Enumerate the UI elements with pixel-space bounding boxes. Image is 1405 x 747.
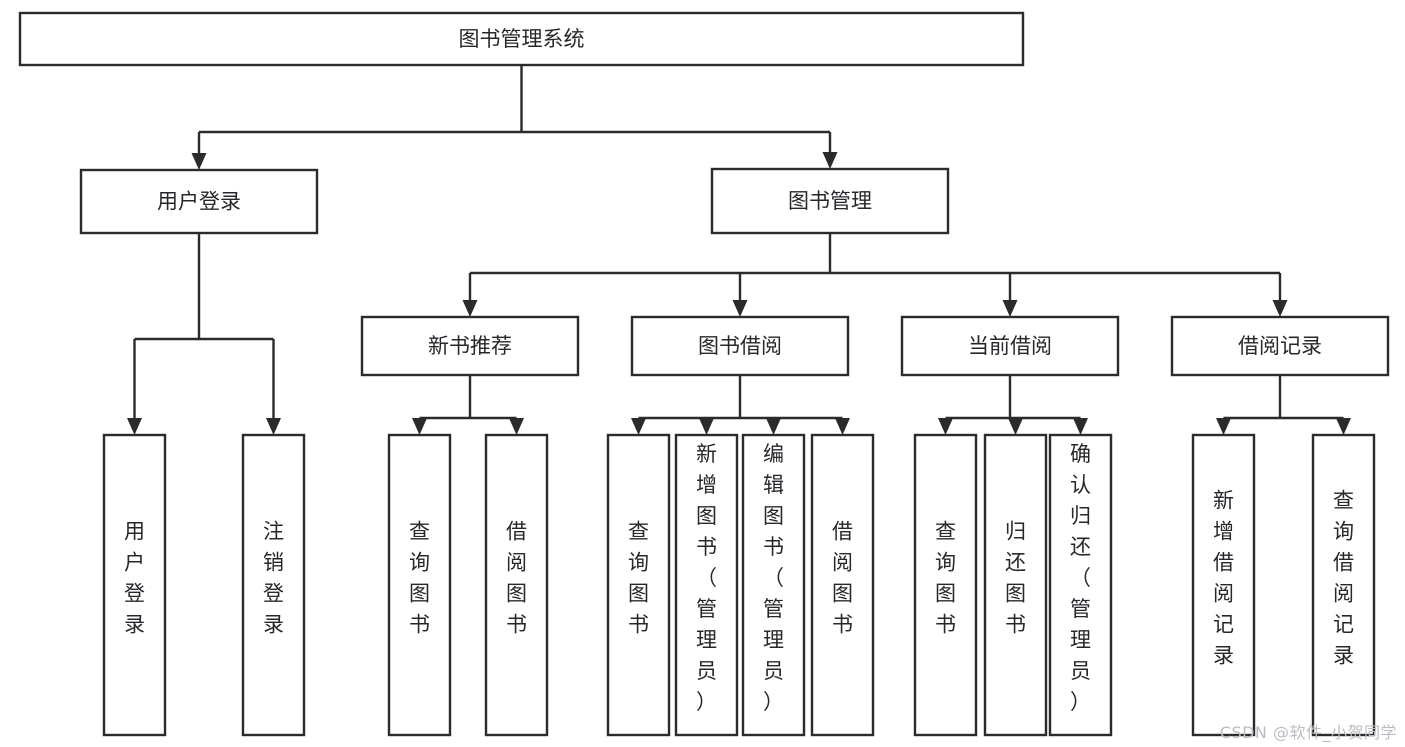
node-leaf-新增借阅记录[interactable]: 新增借阅记录 (1191, 433, 1256, 737)
node-box (983, 433, 1048, 737)
node-box (102, 433, 167, 737)
node-box (360, 315, 580, 377)
arrow-head-icon (1336, 418, 1351, 435)
node-leaf-查询图书[interactable]: 查询图书 (606, 433, 671, 737)
node-l3-新书推荐[interactable]: 新书推荐 (360, 315, 580, 377)
node-l3-借阅记录[interactable]: 借阅记录 (1170, 315, 1390, 377)
node-leaf-借阅图书[interactable]: 借阅图书 (484, 433, 549, 737)
node-box (1191, 433, 1256, 737)
arrow-head-icon (509, 418, 524, 435)
node-box (241, 433, 306, 737)
node-leaf-查询图书[interactable]: 查询图书 (913, 433, 978, 737)
node-box (1048, 433, 1113, 737)
node-box (900, 315, 1120, 377)
node-box (1170, 315, 1390, 377)
arrow-head-icon (732, 300, 748, 317)
arrow-head-icon (766, 418, 781, 435)
node-leaf-借阅图书[interactable]: 借阅图书 (810, 433, 875, 737)
arrow-head-icon (412, 418, 427, 435)
arrow-head-icon (1008, 418, 1023, 435)
arrow-head-icon (835, 418, 850, 435)
node-label: 查询图书 (935, 520, 956, 637)
arrow-head-icon (1216, 418, 1231, 435)
arrow-head-icon (699, 418, 714, 435)
arrow-head-icon (938, 418, 953, 435)
node-label: 新书推荐 (428, 334, 512, 358)
node-label: 借阅记录 (1238, 334, 1322, 358)
node-label: 查询图书 (409, 520, 430, 637)
node-label: 图书管理 (788, 189, 872, 213)
node-box (674, 433, 739, 737)
node-label: 借阅图书 (506, 520, 527, 637)
node-box (387, 433, 452, 737)
node-label: 图书借阅 (698, 334, 782, 358)
node-leaf-查询图书[interactable]: 查询图书 (387, 433, 452, 737)
node-leaf-注销登录[interactable]: 注销登录 (241, 433, 306, 737)
node-leaf-归还图书[interactable]: 归还图书 (983, 433, 1048, 737)
node-label: 新增借阅记录 (1213, 489, 1234, 668)
node-label: 归还图书 (1005, 520, 1026, 637)
node-leaf-确认归还管理员[interactable]: 确认归还（管理员） (1048, 433, 1113, 737)
node-label: 查询图书 (628, 520, 649, 637)
node-box (79, 168, 319, 235)
node-label: 借阅图书 (832, 520, 853, 637)
node-box (710, 167, 950, 235)
node-box (810, 433, 875, 737)
node-label: 编辑图书（管理员） (763, 442, 784, 714)
arrow-head-icon (822, 152, 838, 169)
arrow-head-icon (1272, 300, 1288, 317)
watermark-label: CSDN @软件_小贺同学 (1219, 723, 1397, 742)
node-leaf-用户登录[interactable]: 用户登录 (102, 433, 167, 737)
node-l2-用户登录[interactable]: 用户登录 (79, 168, 319, 235)
node-l3-图书借阅[interactable]: 图书借阅 (630, 315, 850, 377)
node-leaf-编辑图书管理员[interactable]: 编辑图书（管理员） (741, 433, 806, 737)
node-l2-图书管理[interactable]: 图书管理 (710, 167, 950, 235)
node-box (741, 433, 806, 737)
node-box (606, 433, 671, 737)
node-box (18, 11, 1025, 67)
node-layer: 图书管理系统用户登录图书管理新书推荐图书借阅当前借阅借阅记录用户登录注销登录查询… (18, 11, 1390, 737)
arrow-head-icon (631, 418, 646, 435)
arrow-head-icon (1073, 418, 1088, 435)
arrow-head-icon (1002, 300, 1018, 317)
node-label: 图书管理系统 (459, 27, 585, 51)
node-box (630, 315, 850, 377)
node-label: 注销登录 (263, 520, 284, 637)
node-label: 查询借阅记录 (1333, 489, 1354, 668)
node-label: 确认归还（管理员） (1070, 442, 1091, 714)
arrow-head-icon (462, 300, 478, 317)
node-leaf-查询借阅记录[interactable]: 查询借阅记录 (1311, 433, 1376, 737)
node-box (1311, 433, 1376, 737)
connector-layer (127, 65, 1351, 435)
node-label: 用户登录 (157, 190, 241, 214)
arrow-head-icon (127, 418, 142, 435)
node-label: 当前借阅 (968, 334, 1052, 358)
node-root-图书管理系统[interactable]: 图书管理系统 (18, 11, 1025, 67)
arrow-head-icon (191, 153, 207, 170)
node-box (484, 433, 549, 737)
node-label: 用户登录 (124, 520, 145, 637)
node-leaf-新增图书管理员[interactable]: 新增图书（管理员） (674, 433, 739, 737)
node-box (913, 433, 978, 737)
node-label: 新增图书（管理员） (696, 442, 717, 714)
node-l3-当前借阅[interactable]: 当前借阅 (900, 315, 1120, 377)
arrow-head-icon (266, 418, 281, 435)
